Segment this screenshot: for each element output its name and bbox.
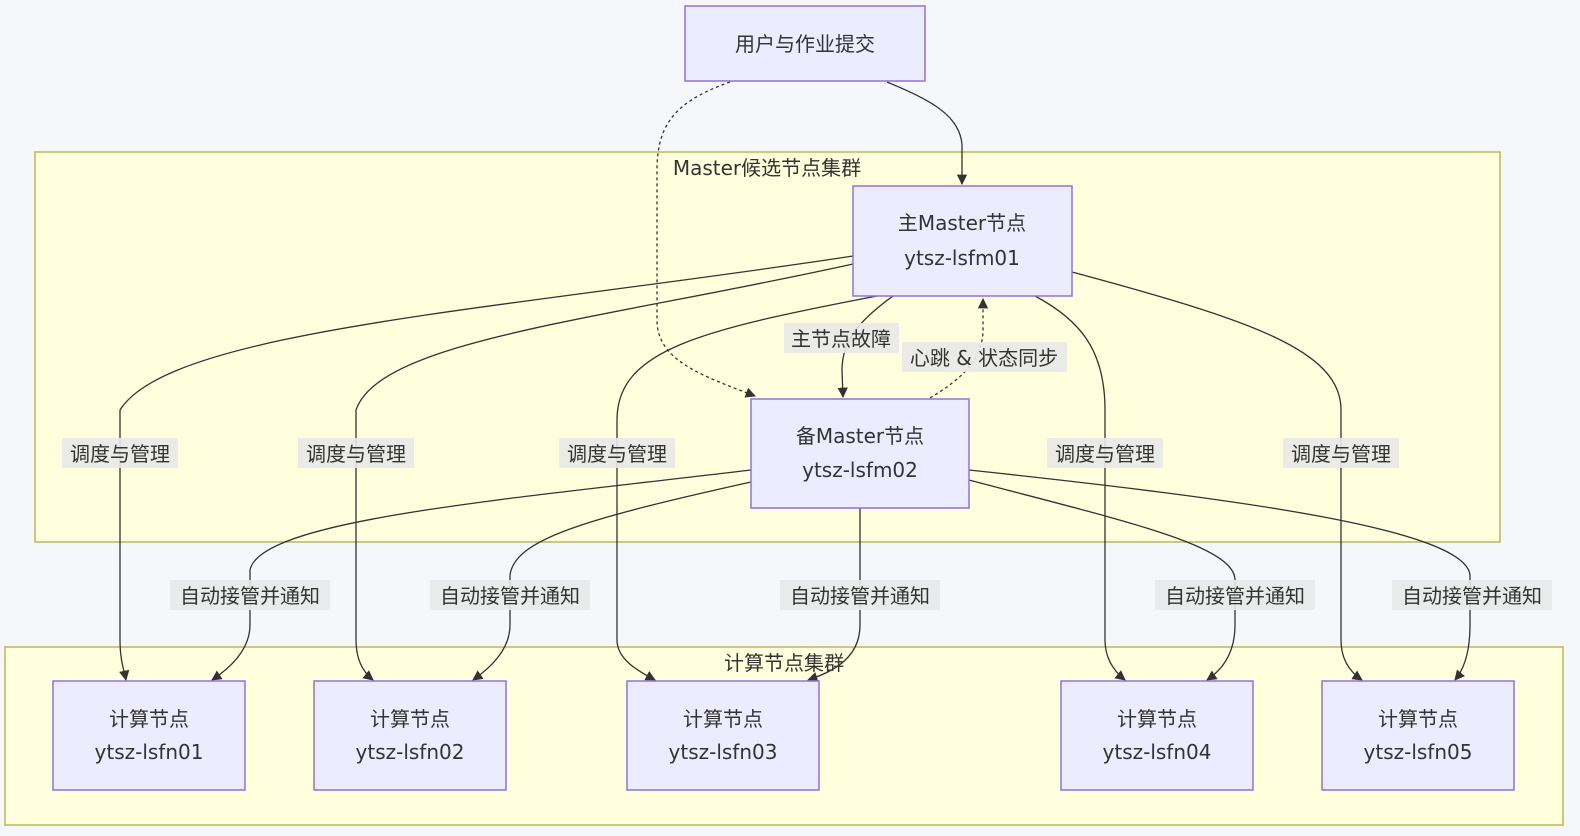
node-compute-04[interactable]: 计算节点 ytsz-lsfn04 xyxy=(1060,680,1254,791)
edge-takeover-c3 xyxy=(807,508,861,683)
svg-text:ytsz-lsfn01: ytsz-lsfn01 xyxy=(95,740,204,764)
edge-user-backup xyxy=(656,81,756,398)
edge-label-manage-c5: 调度与管理 xyxy=(1283,438,1399,468)
edges xyxy=(119,81,1471,683)
edge-manage-c3 xyxy=(616,295,878,681)
svg-text:ytsz-lsfn03: ytsz-lsfn03 xyxy=(669,740,778,764)
svg-text:主Master节点: 主Master节点 xyxy=(898,211,1026,235)
edge-manage-c5 xyxy=(1071,271,1363,681)
edge-label-takeover-c3: 自动接管并通知 xyxy=(780,580,940,610)
svg-text:用户与作业提交: 用户与作业提交 xyxy=(735,32,875,56)
master-cluster-label: Master候选节点集群 xyxy=(673,156,861,180)
edge-label-takeover-c5: 自动接管并通知 xyxy=(1392,580,1552,610)
svg-text:调度与管理: 调度与管理 xyxy=(306,442,406,466)
svg-text:心跳 & 状态同步: 心跳 & 状态同步 xyxy=(910,346,1058,370)
svg-text:ytsz-lsfm02: ytsz-lsfm02 xyxy=(802,458,918,482)
svg-text:调度与管理: 调度与管理 xyxy=(70,442,170,466)
svg-text:调度与管理: 调度与管理 xyxy=(1055,442,1155,466)
svg-text:ytsz-lsfn05: ytsz-lsfn05 xyxy=(1364,740,1473,764)
svg-text:计算节点: 计算节点 xyxy=(683,707,763,731)
edge-label-takeover-c1: 自动接管并通知 xyxy=(170,580,330,610)
edge-user-primary xyxy=(886,81,968,186)
svg-text:计算节点: 计算节点 xyxy=(370,707,450,731)
edge-label-failover: 主节点故障 xyxy=(784,323,899,353)
edge-manage-c1 xyxy=(119,255,854,682)
svg-text:自动接管并通知: 自动接管并通知 xyxy=(1402,584,1542,608)
edge-takeover-c2 xyxy=(472,481,752,681)
edge-takeover-c4 xyxy=(968,479,1236,681)
svg-text:自动接管并通知: 自动接管并通知 xyxy=(440,584,580,608)
edge-takeover-c1 xyxy=(211,469,752,681)
svg-text:调度与管理: 调度与管理 xyxy=(567,442,667,466)
edge-manage-c4 xyxy=(1034,295,1126,681)
svg-text:ytsz-lsfn02: ytsz-lsfn02 xyxy=(356,740,465,764)
node-compute-05[interactable]: 计算节点 ytsz-lsfn05 xyxy=(1321,680,1515,791)
edge-label-manage-c4: 调度与管理 xyxy=(1047,438,1163,468)
svg-text:自动接管并通知: 自动接管并通知 xyxy=(790,584,930,608)
node-compute-01[interactable]: 计算节点 ytsz-lsfn01 xyxy=(52,680,246,791)
edge-label-manage-c1: 调度与管理 xyxy=(62,438,178,468)
svg-text:调度与管理: 调度与管理 xyxy=(1291,442,1391,466)
edge-label-heartbeat: 心跳 & 状态同步 xyxy=(902,342,1067,372)
svg-text:计算节点: 计算节点 xyxy=(109,707,189,731)
svg-text:自动接管并通知: 自动接管并通知 xyxy=(180,584,320,608)
svg-text:ytsz-lsfm01: ytsz-lsfm01 xyxy=(904,246,1020,270)
edge-manage-c2 xyxy=(355,263,854,681)
svg-text:计算节点: 计算节点 xyxy=(1117,707,1197,731)
svg-text:自动接管并通知: 自动接管并通知 xyxy=(1165,584,1305,608)
edge-takeover-c5 xyxy=(968,469,1471,681)
node-compute-02[interactable]: 计算节点 ytsz-lsfn02 xyxy=(313,680,507,791)
node-backup-master[interactable]: 备Master节点 ytsz-lsfm02 xyxy=(750,398,970,509)
node-compute-03[interactable]: 计算节点 ytsz-lsfn03 xyxy=(626,680,820,791)
compute-cluster-label: 计算节点集群 xyxy=(724,651,844,675)
edge-label-manage-c3: 调度与管理 xyxy=(559,438,675,468)
edge-label-takeover-c2: 自动接管并通知 xyxy=(430,580,590,610)
svg-text:主节点故障: 主节点故障 xyxy=(791,327,891,351)
edge-labels: 主节点故障 心跳 & 状态同步 调度与管理 调度与管理 调度与管理 调度与管理 … xyxy=(62,323,1552,610)
svg-text:ytsz-lsfn04: ytsz-lsfn04 xyxy=(1103,740,1212,764)
node-primary-master[interactable]: 主Master节点 ytsz-lsfm01 xyxy=(852,185,1073,297)
node-user[interactable]: 用户与作业提交 xyxy=(684,5,926,82)
svg-text:备Master节点: 备Master节点 xyxy=(796,424,924,448)
svg-text:计算节点: 计算节点 xyxy=(1378,707,1458,731)
edge-label-manage-c2: 调度与管理 xyxy=(298,438,414,468)
edge-label-takeover-c4: 自动接管并通知 xyxy=(1155,580,1315,610)
